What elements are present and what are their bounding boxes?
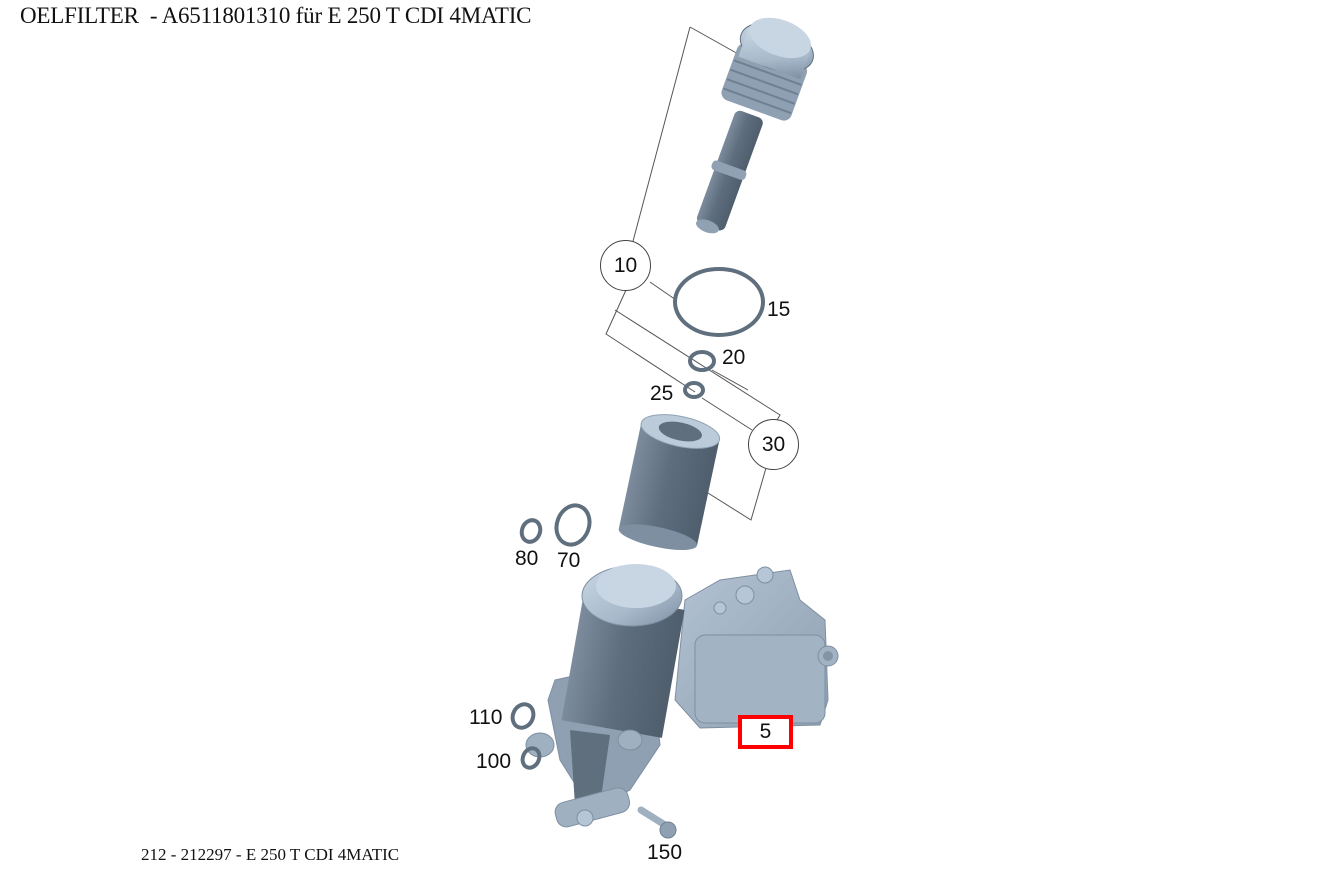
callout-5-highlighted[interactable]: 5 [738,715,793,749]
o-ring-110 [510,702,536,730]
o-ring-25 [683,381,705,399]
callout-25[interactable]: 25 [650,382,674,405]
o-ring-20 [688,350,716,372]
o-ring-15 [673,267,765,337]
seal-ring-70 [554,503,592,547]
callout-30[interactable]: 30 [748,419,799,470]
bolt-150 [637,806,677,839]
filter-housing [525,564,685,828]
callout-20[interactable]: 20 [722,346,746,369]
page-title: OELFILTER - A6511801310 für E 250 T CDI … [20,3,532,28]
callout-100[interactable]: 100 [476,750,512,773]
filter-element [618,414,721,550]
oil-cooler-housing [674,566,839,729]
filter-cap-assembly [695,17,814,234]
callout-70[interactable]: 70 [557,549,581,572]
o-ring-100 [520,746,542,770]
o-ring-80 [519,518,543,544]
diagram-caption: 212 - 212297 - E 250 T CDI 4MATIC [141,845,400,864]
callout-110[interactable]: 110 [469,706,503,729]
callout-15[interactable]: 15 [767,298,791,321]
callout-10[interactable]: 10 [600,240,651,291]
callout-80[interactable]: 80 [515,547,539,570]
callout-150[interactable]: 150 [647,841,683,864]
